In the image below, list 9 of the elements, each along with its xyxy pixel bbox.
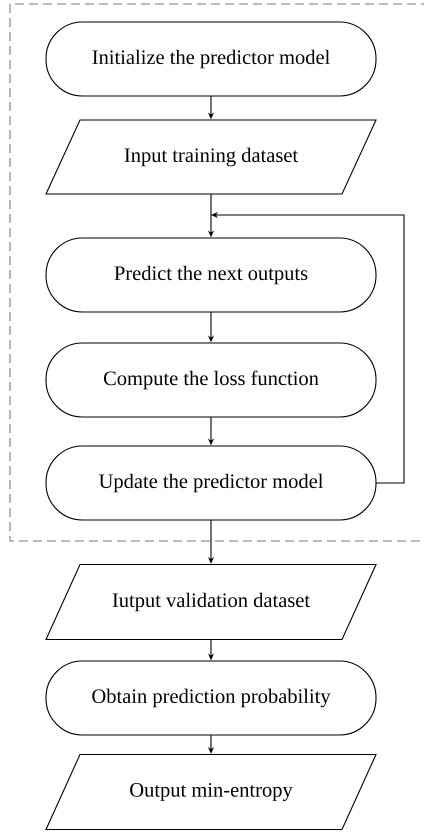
data-parallelogram: Iutput validation dataset xyxy=(45,564,377,640)
process-box: Initialize the predictor model xyxy=(45,21,377,97)
dashed-group-frame xyxy=(10,4,424,542)
process-box: Obtain prediction probability xyxy=(45,660,377,736)
process-box: Compute the loss function xyxy=(45,342,377,418)
data-parallelogram: Output min-entropy xyxy=(45,754,377,830)
process-box: Predict the next outputs xyxy=(45,237,377,313)
process-box: Update the predictor model xyxy=(45,445,377,521)
data-parallelogram: Input training dataset xyxy=(45,119,377,195)
